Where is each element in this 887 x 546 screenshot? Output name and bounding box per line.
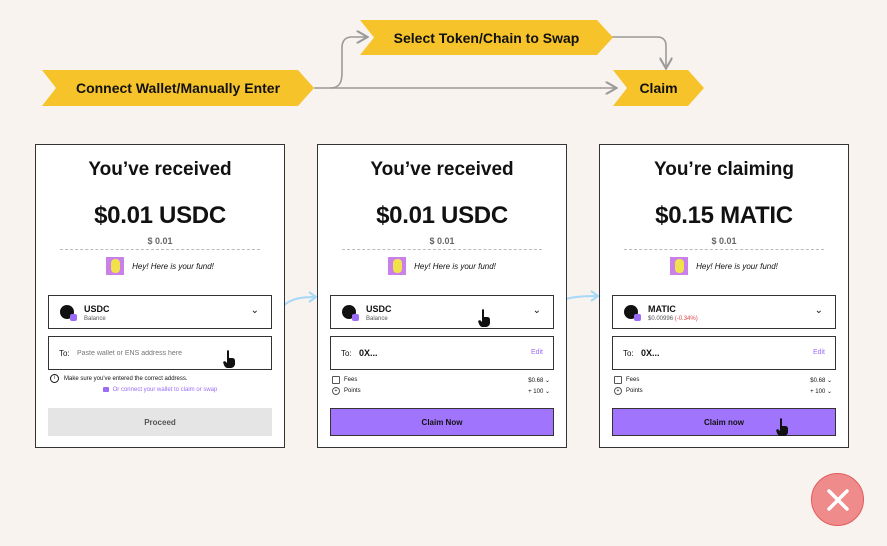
token-icon (624, 305, 641, 321)
points-value: + 100 (528, 388, 544, 395)
edit-link[interactable]: Edit (530, 349, 543, 356)
token-balance-label: Balance (84, 316, 106, 322)
points-icon: + (332, 387, 340, 395)
message-text: Hey! Here is your fund! (414, 261, 496, 271)
address-value: 0X... (359, 348, 378, 358)
card-title: You’ve received (370, 159, 514, 180)
sub-amount: $ 0.01 (147, 236, 173, 246)
hand-cursor-icon (223, 350, 235, 368)
step-select-token: Select Token/Chain to Swap (360, 20, 613, 55)
to-address-field[interactable]: To: (48, 336, 272, 370)
card-claim: You’re claiming $0.15 MATIC $ 0.01 Hey! … (599, 144, 849, 448)
step-connect-wallet-label: Connect Wallet/Manually Enter (75, 80, 281, 96)
claim-now-button[interactable]: Claim now (612, 408, 836, 436)
connect-wallet-link[interactable]: Or connect your wallet to claim or swap (36, 387, 284, 393)
token-balance-label: Balance (366, 316, 388, 322)
warning-text: Make sure you've entered the correct add… (64, 375, 188, 382)
points-value: + 100 (810, 388, 826, 395)
card-connect-wallet: You’ve received $0.01 USDC $ 0.01 Hey! H… (35, 144, 285, 448)
sub-amount: $ 0.01 (429, 236, 455, 246)
points-row[interactable]: + Points + 100 ⌄ (614, 387, 832, 395)
card-title: You’ve received (88, 159, 232, 180)
fees-label: Fees (626, 377, 640, 383)
token-selector[interactable]: MATIC $0.00996 (-0.34%) ⌄ (612, 295, 836, 329)
chevron-down-icon: ⌄ (814, 305, 823, 316)
message-text: Hey! Here is your fund! (132, 261, 214, 271)
points-label: Points (344, 388, 361, 394)
token-price-line: $0.00996 (-0.34%) (648, 316, 698, 322)
fees-icon (332, 376, 340, 384)
proceed-button[interactable]: Proceed (48, 408, 272, 436)
step-select-token-label: Select Token/Chain to Swap (393, 29, 580, 46)
fees-value: $0.68 (528, 377, 544, 384)
sender-avatar (106, 257, 125, 275)
sender-avatar (388, 257, 407, 275)
to-address-field[interactable]: To: 0X... Edit (330, 336, 554, 370)
arrow-step1-to-step2 (329, 37, 366, 89)
divider (60, 249, 260, 250)
step-claim: Claim (613, 70, 704, 106)
chevron-down-icon: ⌄ (544, 388, 550, 395)
divider (342, 249, 542, 250)
card-select-token: You’ve received $0.01 USDC $ 0.01 Hey! H… (317, 144, 567, 448)
edit-link[interactable]: Edit (812, 349, 825, 356)
fees-label: Fees (344, 377, 358, 383)
hand-cursor-icon (776, 418, 788, 436)
connect-wallet-link-text: Or connect your wallet to claim or swap (112, 387, 218, 394)
token-price: $0.00996 (648, 316, 674, 322)
token-selector[interactable]: USDC Balance ⌄ (48, 295, 272, 329)
fees-row[interactable]: Fees $0.68 ⌄ (614, 376, 832, 384)
fees-icon (614, 376, 622, 384)
message-text: Hey! Here is your fund! (696, 261, 778, 271)
to-address-field[interactable]: To: 0X... Edit (612, 336, 836, 370)
step-connect-wallet: Connect Wallet/Manually Enter (42, 70, 314, 106)
points-label: Points (626, 388, 643, 394)
points-row[interactable]: + Points + 100 ⌄ (332, 387, 550, 395)
chevron-down-icon: ⌄ (826, 388, 832, 395)
wallet-icon (102, 387, 109, 392)
token-selector[interactable]: USDC Balance ⌄ (330, 295, 554, 329)
to-label: To: (341, 349, 352, 358)
hand-cursor-icon (478, 309, 490, 327)
message: Hey! Here is your fund! (318, 257, 566, 275)
sender-avatar (670, 257, 689, 275)
chevron-down-icon: ⌄ (544, 377, 550, 384)
token-name: USDC (366, 304, 392, 314)
to-label: To: (59, 349, 70, 358)
token-icon (342, 305, 359, 321)
info-icon: i (50, 374, 59, 383)
sub-amount: $ 0.01 (711, 236, 737, 246)
to-label: To: (623, 349, 634, 358)
address-value: 0X... (641, 348, 660, 358)
token-icon (60, 305, 77, 321)
chevron-down-icon: ⌄ (250, 305, 259, 316)
amount: $0.15 MATIC (655, 202, 793, 229)
claim-now-button[interactable]: Claim Now (330, 408, 554, 436)
arrow-step2-to-claim (607, 36, 666, 67)
fees-value: $0.68 (810, 377, 826, 384)
points-icon: + (614, 387, 622, 395)
token-name: MATIC (648, 304, 676, 314)
address-input[interactable] (77, 346, 227, 360)
card-title: You’re claiming (653, 159, 795, 180)
amount: $0.01 USDC (376, 202, 508, 229)
close-icon (826, 488, 849, 511)
chevron-down-icon: ⌄ (826, 377, 832, 384)
amount: $0.01 USDC (94, 202, 226, 229)
fees-row[interactable]: Fees $0.68 ⌄ (332, 376, 550, 384)
message: Hey! Here is your fund! (36, 257, 284, 275)
token-name: USDC (84, 304, 110, 314)
step-claim-label: Claim (639, 80, 678, 96)
warning-note: i Make sure you've entered the correct a… (50, 374, 188, 383)
message: Hey! Here is your fund! (600, 257, 848, 275)
divider (624, 249, 824, 250)
token-change: (-0.34%) (674, 316, 698, 322)
chevron-down-icon: ⌄ (532, 305, 541, 316)
error-badge (811, 473, 864, 526)
